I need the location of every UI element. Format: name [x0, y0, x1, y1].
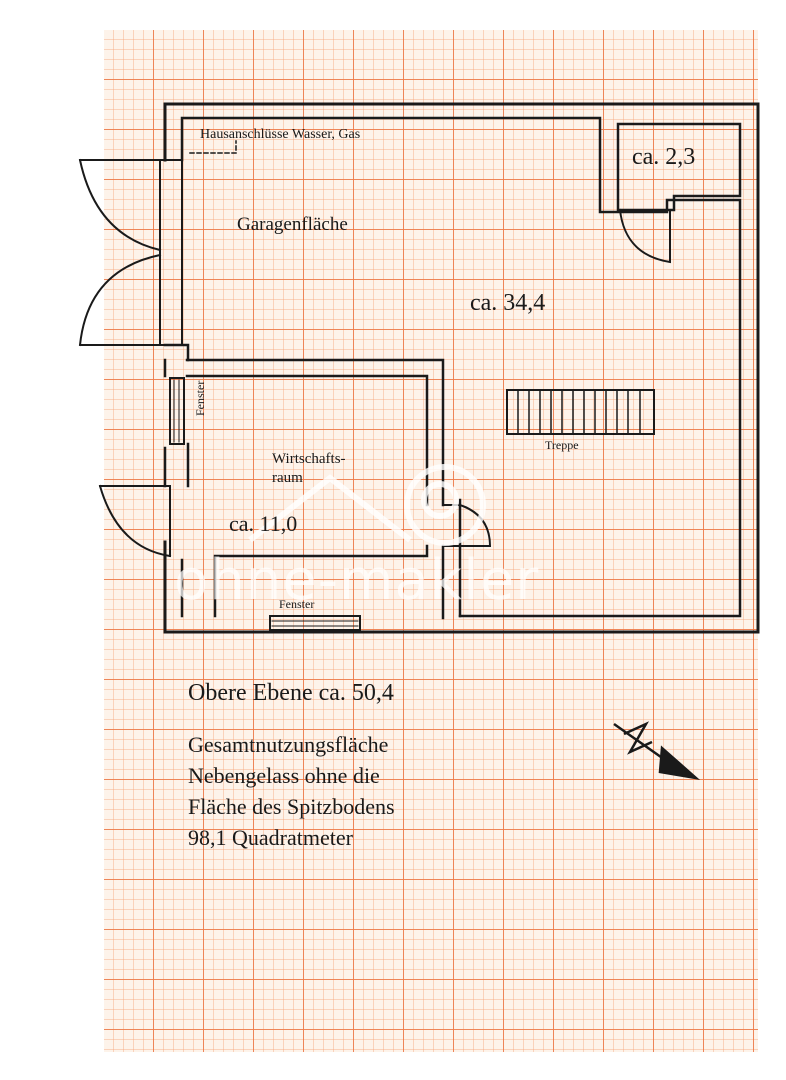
window-left — [169, 377, 185, 445]
total-line: Fläche des Spitzbodens — [188, 794, 395, 819]
window-bottom — [269, 615, 361, 631]
utility-room-area: ca. 11,0 — [229, 511, 298, 536]
garage-partition — [163, 343, 190, 488]
level-title: Obere Ebene ca. 50,4 — [188, 680, 394, 706]
utility-room-wall — [213, 544, 445, 620]
side-door — [98, 484, 172, 558]
utility-room-label-line1: Wirtschafts- — [272, 451, 346, 467]
watermark-logo — [248, 464, 486, 546]
total-area-text: Gesamtnutzungsfläche Nebengelass ohne di… — [188, 729, 395, 853]
connections-line — [189, 140, 237, 154]
connections-label: Hausanschlüsse Wasser, Gas — [200, 127, 361, 142]
window-bottom-label: Fenster — [279, 597, 315, 611]
storage-room-wall — [616, 122, 742, 212]
garage-door-leaf — [78, 158, 162, 252]
total-line: 98,1 Quadratmeter — [188, 825, 353, 850]
storage-door — [618, 208, 671, 264]
outer-wall — [163, 102, 760, 634]
stairs — [506, 389, 655, 435]
summary-notes: Obere Ebene ca. 50,4 Gesamtnutzungsfläch… — [188, 680, 395, 853]
garage-door-frame — [159, 159, 183, 346]
garage-label: Garagenfläche — [237, 214, 348, 235]
stairs-label: Treppe — [545, 438, 579, 452]
utility-room-wall — [185, 374, 429, 507]
window-left-label: Fenster — [193, 380, 207, 416]
total-line: Gesamtnutzungsfläche — [188, 732, 389, 757]
total-line: Nebengelass ohne die — [188, 763, 380, 788]
utility-room-label-line2: raum — [272, 470, 303, 486]
watermark-text: ohne-makler — [174, 548, 540, 613]
garage-door-leaf — [78, 253, 162, 347]
north-arrow-icon — [613, 721, 701, 780]
utility-room-wall — [185, 358, 445, 507]
garage-area: ca. 34,4 — [470, 290, 546, 316]
storage-area: ca. 2,3 — [632, 144, 696, 170]
inner-wall-line — [180, 116, 742, 618]
